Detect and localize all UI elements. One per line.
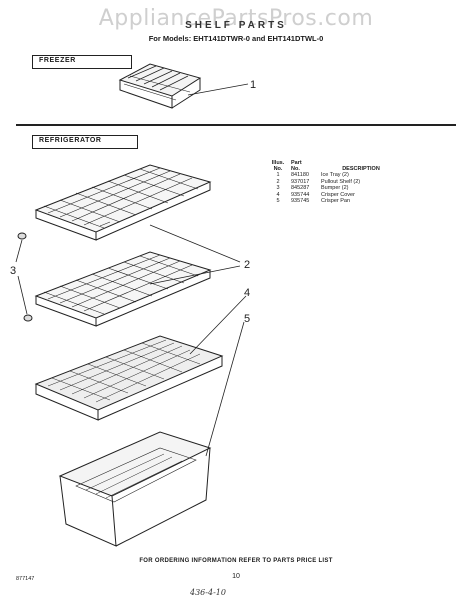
illus-header-line1: Illus. xyxy=(271,160,285,166)
section-divider xyxy=(16,124,456,126)
table-row: 4 935744 Crisper Cover xyxy=(265,192,401,199)
description-header: DESCRIPTION xyxy=(342,166,380,172)
upper-shelf-illustration xyxy=(34,164,212,241)
part-number: 935745 xyxy=(291,198,310,204)
part-number: 841180 xyxy=(291,172,309,178)
bumper-illustration xyxy=(17,232,33,322)
part-number: 935744 xyxy=(291,191,310,198)
illus-number: 1 xyxy=(276,172,280,178)
table-row: 5 935745 Crisper Pan xyxy=(265,198,401,205)
crisper-cover-illustration xyxy=(34,335,224,421)
page-title: SHELF PARTS xyxy=(185,20,287,31)
illus-number: 3 xyxy=(276,185,280,191)
leader-line-1 xyxy=(187,83,249,96)
table-row: 2 937017 Pullout Shelf (2) xyxy=(265,179,401,186)
parts-table-header: Illus. No. Part No. DESCRIPTION xyxy=(265,160,401,172)
parts-table: Illus. No. Part No. DESCRIPTION 1 841180… xyxy=(265,160,401,205)
part-description: Crisper Pan xyxy=(321,198,351,204)
callout-5: 5 xyxy=(244,313,250,325)
leader-line-2a xyxy=(149,224,241,263)
part-description: Pullout Shelf (2) xyxy=(321,178,361,185)
callout-3: 3 xyxy=(10,265,16,277)
table-row: 3 845287 Bumper (2) xyxy=(265,185,401,192)
ice-tray-illustration xyxy=(118,63,202,109)
part-header-line1: Part xyxy=(291,160,302,166)
callout-1: 1 xyxy=(250,79,256,91)
document-number: 877147 xyxy=(16,576,35,582)
crisper-pan-illustration xyxy=(58,431,212,547)
leader-line-3b xyxy=(17,275,28,315)
watermark: AppliancePartsPros.com xyxy=(98,6,374,31)
callout-2: 2 xyxy=(244,259,250,271)
part-description: Bumper (2) xyxy=(321,185,349,191)
illus-number: 5 xyxy=(276,198,280,204)
leader-line-5 xyxy=(205,321,245,457)
handwritten-note: 436-4-10 xyxy=(190,588,226,597)
part-description: Crisper Cover xyxy=(321,191,355,198)
model-subtitle: For Models: EHT141DTWR-0 and EHT141DTWL-… xyxy=(148,34,324,43)
illus-header-line2: No. xyxy=(273,166,283,172)
leader-line-3a xyxy=(15,239,23,263)
part-number: 845287 xyxy=(291,185,310,191)
leader-line-2b xyxy=(149,265,241,285)
page-number: 10 xyxy=(232,573,240,580)
part-description: Ice Tray (2) xyxy=(321,172,349,178)
lower-shelf-illustration xyxy=(34,251,212,327)
leader-line-4 xyxy=(189,295,247,355)
table-row: 1 841180 Ice Tray (2) xyxy=(265,172,401,179)
part-header-line2: No. xyxy=(291,166,300,172)
ordering-note: FOR ORDERING INFORMATION REFER TO PARTS … xyxy=(139,558,333,564)
callout-4: 4 xyxy=(244,287,250,299)
illus-number: 2 xyxy=(276,178,280,185)
refrigerator-section-label: REFRIGERATOR xyxy=(32,135,138,149)
part-number: 937017 xyxy=(291,178,310,185)
freezer-section-label: FREEZER xyxy=(32,55,132,69)
illus-number: 4 xyxy=(276,191,280,198)
